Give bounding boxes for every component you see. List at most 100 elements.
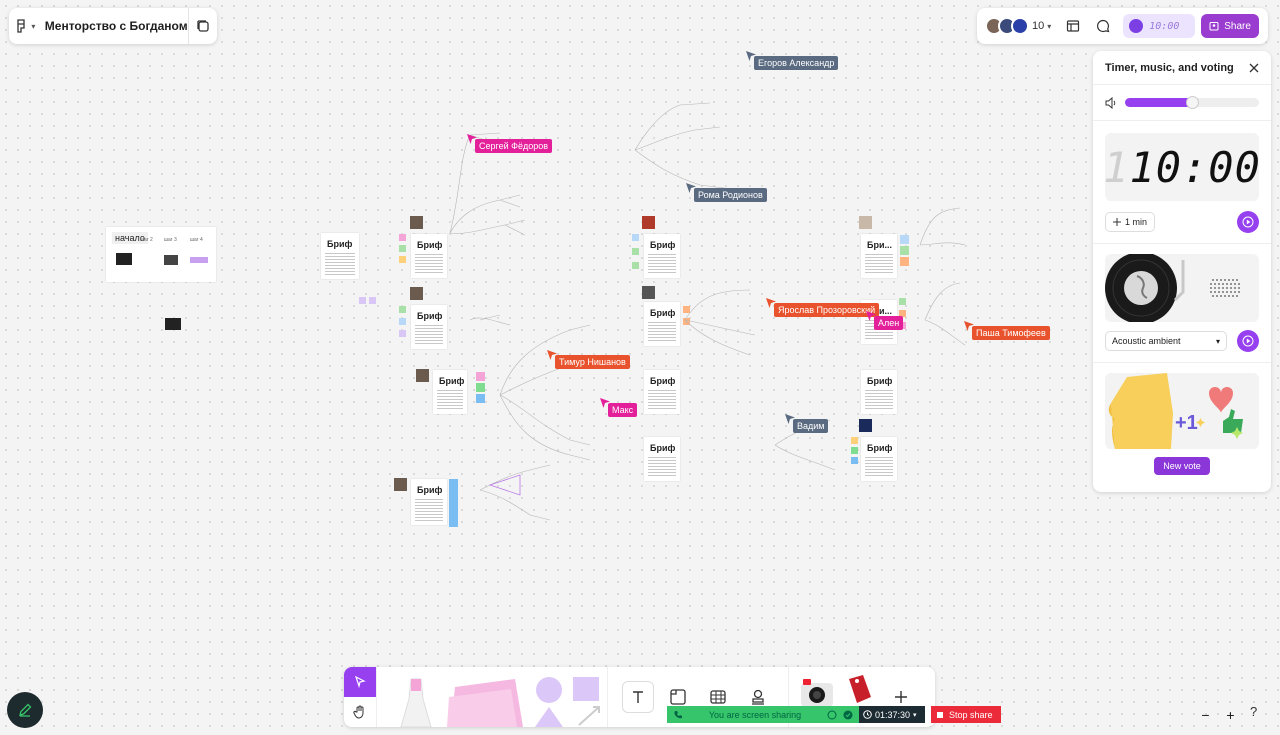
brief-board[interactable]: Бриф (411, 479, 447, 525)
pages-button[interactable] (188, 8, 217, 44)
brief-board[interactable]: Бриф (644, 437, 680, 481)
sticky-note[interactable] (399, 256, 406, 263)
cursor-arrow-icon (866, 311, 876, 321)
comments-button[interactable] (1089, 12, 1117, 40)
mind-map[interactable] (420, 95, 990, 535)
sticky-note[interactable] (369, 297, 376, 304)
slide-thumbnail[interactable] (165, 318, 181, 330)
phone-icon (674, 710, 682, 718)
pause-icon[interactable] (827, 710, 837, 720)
add-minute-button[interactable]: 1 min (1105, 212, 1156, 232)
sticky-note[interactable] (851, 457, 858, 464)
sticky-note[interactable] (399, 245, 406, 252)
collaborator-cursor: Ален (866, 308, 904, 330)
sticky-note[interactable] (399, 234, 406, 241)
camera-icon[interactable] (799, 675, 835, 711)
select-tool-button[interactable] (344, 667, 376, 697)
timer-play-button[interactable] (1237, 211, 1259, 233)
extra-tools (789, 667, 886, 727)
sticky-note[interactable] (476, 394, 485, 403)
brief-board[interactable]: Бриф (644, 234, 680, 278)
cursor-arrow-icon (547, 350, 557, 360)
brief-board[interactable]: Бриф (861, 437, 897, 481)
marker-icon[interactable] (397, 677, 437, 727)
volume-icon[interactable] (1105, 96, 1117, 109)
timer-chip-value: 10:00 (1149, 20, 1180, 32)
brief-board[interactable]: Бриф (411, 234, 447, 278)
cursor-arrow-icon (600, 398, 610, 408)
brief-text (648, 254, 676, 275)
brief-board[interactable]: Бриф (321, 233, 359, 279)
volume-slider[interactable] (1125, 96, 1259, 109)
main-menu-button[interactable]: ▾ (9, 8, 41, 44)
collaborator-cursor: Паша Тимофеев (964, 318, 1050, 340)
participants-count[interactable]: 10 (1032, 20, 1045, 32)
sticky-note[interactable] (476, 372, 485, 381)
step-label: шаг 4 (190, 237, 203, 243)
sticky-note[interactable] (899, 298, 906, 305)
timer-chip[interactable]: 10:00 (1123, 14, 1196, 38)
sticky-note[interactable] (359, 297, 366, 304)
screen-share-timer[interactable]: 01:37:30 ▾ (859, 706, 925, 723)
brief-board[interactable]: Бриф (861, 370, 897, 414)
hand-tool-button[interactable] (344, 697, 376, 727)
tag-icon[interactable] (845, 673, 873, 705)
zoom-out-button[interactable]: − (1201, 707, 1210, 723)
cursor-label: Вадим (793, 419, 829, 433)
sticky-note[interactable] (399, 306, 406, 313)
close-icon[interactable] (1249, 63, 1259, 73)
sticky-note[interactable] (632, 262, 639, 269)
participants-avatars[interactable] (985, 17, 1029, 35)
help-button[interactable]: ? (1250, 704, 1258, 719)
shapes-icon[interactable] (527, 675, 607, 727)
frame-tool-button[interactable] (662, 681, 694, 713)
start-frame[interactable]: начало шаг 2 шаг 3 шаг 4 (106, 227, 216, 282)
sticky-note[interactable] (399, 318, 406, 325)
sticky-note[interactable] (899, 310, 906, 317)
volume-handle[interactable] (1186, 96, 1199, 109)
zoom-in-button[interactable]: + (1226, 707, 1235, 723)
music-play-button[interactable] (1237, 330, 1259, 352)
sticky-notes-icon[interactable] (445, 675, 525, 727)
sticky-note[interactable] (900, 235, 909, 244)
table-tool-button[interactable] (702, 681, 734, 713)
sticky-note[interactable] (851, 447, 858, 454)
sticky-note[interactable] (476, 383, 485, 392)
cursor-icon (355, 676, 366, 688)
brief-board[interactable]: Бриф (644, 370, 680, 414)
sticky-note[interactable] (449, 479, 458, 527)
text-icon (633, 691, 643, 703)
sticky-note[interactable] (683, 306, 690, 313)
share-label: Share (1224, 20, 1251, 32)
brief-title: Бриф (650, 376, 676, 386)
music-track-select[interactable]: Acoustic ambient ▾ (1105, 331, 1227, 351)
share-icon (1209, 22, 1219, 31)
more-tools-button[interactable] (886, 667, 916, 727)
brief-board[interactable]: Бри... (861, 234, 897, 278)
chevron-down-icon[interactable]: ▾ (1047, 21, 1052, 31)
draw-pen-button[interactable] (7, 692, 43, 728)
brief-title: Бриф (439, 376, 465, 386)
step-label: шаг 2 (140, 237, 153, 243)
layout-button[interactable] (1059, 12, 1087, 40)
screen-share-label: You are screen sharing (708, 709, 802, 720)
sticky-note[interactable] (399, 330, 406, 337)
brief-board[interactable]: Бриф (411, 305, 447, 349)
sticky-note[interactable] (900, 246, 909, 255)
sticky-note[interactable] (900, 257, 909, 266)
stamp-tool-button[interactable] (742, 681, 774, 713)
sticky-note[interactable] (632, 234, 639, 241)
brief-text (648, 390, 676, 411)
brief-board[interactable]: Бриф (644, 302, 680, 346)
brief-board[interactable]: Бриф (433, 370, 467, 414)
stop-share-button[interactable]: Stop share (931, 706, 1001, 723)
new-vote-button[interactable]: New vote (1154, 457, 1210, 475)
drawing-tools (377, 667, 608, 727)
brief-title: Бри... (867, 306, 893, 316)
text-tool-button[interactable] (622, 681, 654, 713)
board-title[interactable]: Менторство с Богданом (44, 19, 188, 33)
share-button[interactable]: Share (1201, 14, 1259, 38)
sticky-note[interactable] (632, 248, 639, 255)
sticky-note[interactable] (851, 437, 858, 444)
